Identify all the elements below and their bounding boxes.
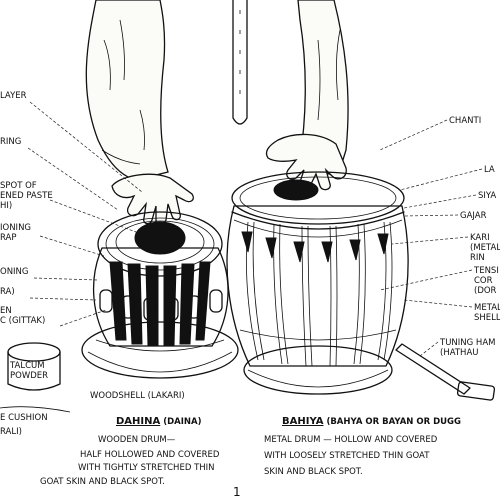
woodshell-label: WOODSHELL (LAKARI) bbox=[90, 391, 185, 401]
right-label-6-line-1: SHELL ( bbox=[474, 313, 500, 323]
left-label-0-line-0: LAYER bbox=[0, 91, 27, 101]
right-label-5-line-2: (DOR bbox=[474, 286, 497, 296]
talcum-powder-tin bbox=[7, 342, 61, 391]
left-label-6-line-1: C (GITTAK) bbox=[0, 316, 45, 326]
tuning-hammer bbox=[395, 343, 496, 401]
cushion-edge bbox=[0, 406, 71, 413]
talcum-label-2: POWDER bbox=[10, 371, 48, 381]
bahiya-caption: BAHIYA (BAHYA OR BAYAN OR DUGG bbox=[282, 416, 461, 427]
right-label-7-line-0: TUNING HAM bbox=[439, 338, 495, 348]
bahiya-drum bbox=[226, 171, 409, 395]
dahina-desc-1: WOODEN DRUM— bbox=[98, 435, 176, 445]
talcum-label-1: TALCUM bbox=[9, 361, 45, 371]
left-label-3-line-1: RAP bbox=[0, 233, 17, 243]
cushion-label-2: RALI) bbox=[0, 427, 22, 437]
right-label-7-line-1: (HATHAU bbox=[440, 348, 478, 358]
left-arm bbox=[85, 0, 169, 181]
right-label-6-line-0: METAL bbox=[474, 303, 500, 313]
right-label-0-line-0: CHANTI bbox=[449, 116, 481, 126]
left-label-3-line-0: IONING bbox=[0, 223, 31, 233]
right-label-5-line-1: COR bbox=[474, 276, 493, 286]
right-label-4-line-1: (METAL T bbox=[470, 243, 500, 253]
left-label-2-line-1: ENED PASTE bbox=[0, 191, 53, 201]
right-label-3-line-0: GAJAR bbox=[460, 211, 487, 221]
right-label-5-line-0: TENSI bbox=[473, 266, 499, 276]
right-label-4-line-2: RIN bbox=[470, 253, 485, 263]
left-label-5-line-0: RA) bbox=[0, 287, 15, 297]
left-label-4-line-0: ONING bbox=[0, 267, 29, 277]
dahina-caption: DAHINA (DAINA) bbox=[116, 416, 202, 427]
dahina-desc-2: HALF HOLLOWED AND COVERED bbox=[80, 450, 220, 460]
right-leader-lines bbox=[379, 119, 483, 357]
left-label-1-line-0: RING bbox=[0, 137, 21, 147]
dahina-title: DAHINA bbox=[116, 416, 160, 427]
bahiya-desc-2: WITH LOOSELY STRETCHED THIN GOAT bbox=[264, 451, 430, 461]
right-label-2-line-0: SIYA bbox=[478, 191, 496, 201]
dahina-drum bbox=[81, 211, 239, 379]
right-label-1-line-0: LA bbox=[484, 165, 495, 175]
left-hand bbox=[111, 173, 194, 226]
cushion-label-1: E CUSHION bbox=[0, 413, 48, 423]
right-labels: CHANTI LA SIYA GAJAR KARI(METAL TRIN TENSICOR… bbox=[439, 116, 500, 358]
bahiya-desc-1: METAL DRUM — HOLLOW AND COVERED bbox=[264, 435, 438, 445]
left-label-2-line-2: HI) bbox=[0, 201, 12, 211]
dahina-alt: (DAINA) bbox=[160, 417, 201, 427]
dahina-desc-3: WITH TIGHTLY STRETCHED THIN bbox=[78, 463, 215, 473]
left-label-2-line-0: SPOT OF bbox=[0, 181, 37, 191]
bahiya-title: BAHIYA bbox=[282, 416, 324, 427]
right-label-4-line-0: KARI bbox=[470, 233, 490, 243]
bahiya-alt: (BAHYA OR BAYAN OR DUGG bbox=[323, 417, 461, 427]
left-leader-lines bbox=[27, 101, 143, 327]
page-number: 1 bbox=[233, 485, 241, 499]
dahina-desc-4: GOAT SKIN AND BLACK SPOT. bbox=[40, 477, 165, 487]
bahiya-desc-3: SKIN AND BLACK SPOT. bbox=[264, 467, 363, 477]
hanging-stick bbox=[232, 0, 248, 125]
left-label-6-line-0: EN bbox=[0, 306, 12, 316]
